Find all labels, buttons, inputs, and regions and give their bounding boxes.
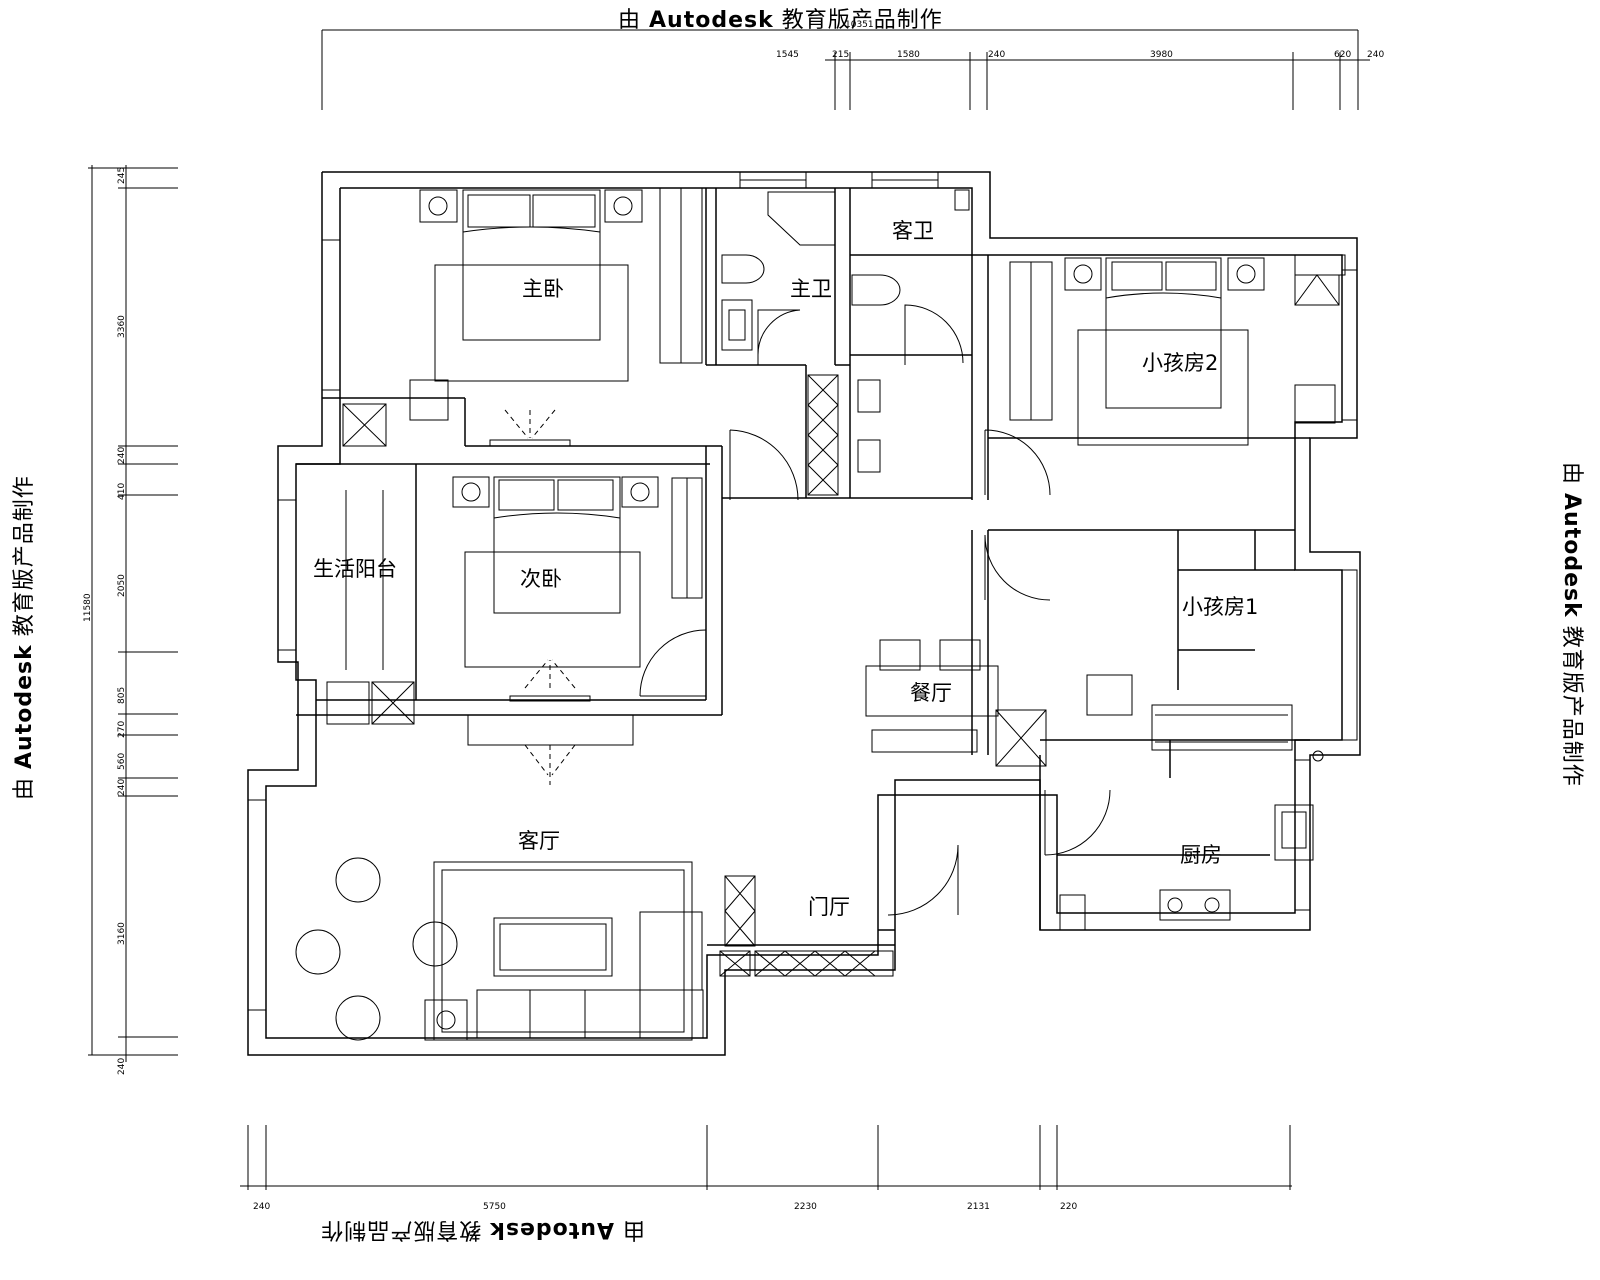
dim-left-3: 240 — [117, 447, 127, 464]
dim-left-4: 410 — [117, 483, 127, 500]
room-labels: 主卧 主卫 客卫 小孩房2 次卧 生活阳台 餐厅 小孩房1 客厅 门厅 厨房 — [313, 219, 1258, 919]
room-label-utility-balcony: 生活阳台 — [313, 557, 397, 581]
doors — [639, 304, 1111, 916]
room-label-kitchen: 厨房 — [1180, 843, 1222, 867]
dim-top-7: 240 — [1367, 50, 1384, 60]
dim-bottom-5: 220 — [1060, 1202, 1077, 1212]
dim-top-3: 1580 — [897, 50, 920, 60]
dimension-lines — [88, 29, 1370, 1190]
dim-top-2: 215 — [832, 50, 849, 60]
dim-bottom-3: 2230 — [794, 1202, 817, 1212]
dim-top-1: 1545 — [776, 50, 799, 60]
dim-left-2: 3360 — [117, 315, 127, 338]
dim-left-1: 245 — [117, 167, 127, 184]
dim-top-4: 240 — [988, 50, 1005, 60]
dim-left-8: 560 — [117, 753, 127, 770]
dim-left-7: 270 — [117, 721, 127, 738]
watermark-top: 由 Autodesk 教育版产品制作 — [618, 8, 943, 33]
room-label-dining: 餐厅 — [910, 681, 952, 705]
dim-left-9: 240 — [117, 779, 127, 796]
room-label-second-bedroom: 次卧 — [520, 567, 562, 591]
dim-total-top: 10351 — [845, 20, 874, 30]
room-label-kids-room-1: 小孩房1 — [1182, 595, 1258, 619]
room-label-kids-room-2: 小孩房2 — [1142, 351, 1218, 375]
dim-left-10: 3160 — [117, 922, 127, 945]
room-label-master-bath: 主卫 — [790, 277, 832, 301]
dim-left-5: 2050 — [117, 574, 127, 597]
dim-left-6: 805 — [117, 687, 127, 704]
dim-bottom-2: 5750 — [483, 1202, 506, 1212]
windows — [247, 171, 1358, 1011]
dim-top-5: 3980 — [1150, 50, 1173, 60]
walls — [247, 171, 1361, 1056]
room-label-guest-bath: 客卫 — [892, 219, 934, 243]
dim-total-left: 11580 — [83, 593, 93, 622]
dim-top-6: 620 — [1334, 50, 1351, 60]
room-label-foyer: 门厅 — [808, 895, 850, 919]
room-label-living-room: 客厅 — [518, 829, 560, 853]
furniture — [295, 187, 1346, 1041]
room-label-master-bedroom: 主卧 — [522, 277, 564, 301]
dim-bottom-1: 240 — [253, 1202, 270, 1212]
dim-left-11: 240 — [117, 1058, 127, 1075]
dimension-labels: 10351 1545 215 1580 240 3980 620 240 240… — [83, 20, 1384, 1212]
dim-bottom-4: 2131 — [967, 1202, 990, 1212]
